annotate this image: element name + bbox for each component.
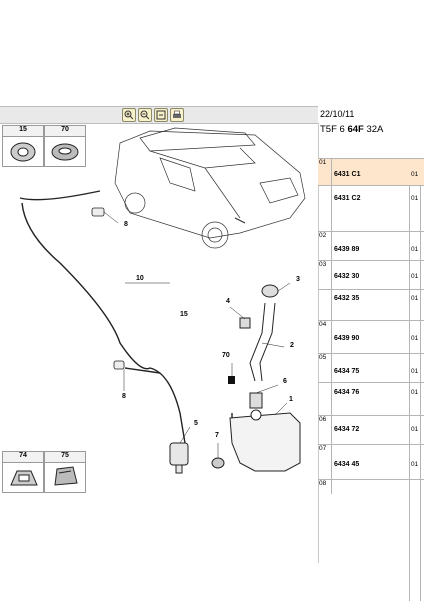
thumb-74[interactable]: 74	[2, 451, 44, 493]
zoom-fit-icon	[156, 110, 166, 120]
zoom-in-button[interactable]	[122, 108, 136, 122]
part-number: 6434 45	[334, 461, 360, 468]
diagram-toolbar	[0, 106, 318, 124]
callout-8: 8	[124, 221, 128, 228]
quantity: 01	[411, 461, 419, 468]
ref-cell: 08	[318, 480, 332, 494]
part-number: 6439 89	[334, 246, 360, 253]
zoom-fit-button[interactable]	[154, 108, 168, 122]
leader-lines	[103, 211, 291, 458]
part-number: 6434 76	[334, 389, 360, 396]
seal-icon	[51, 143, 79, 161]
callout-8-lower: 8	[122, 393, 126, 400]
table-row[interactable]: 03 6432 30 01	[318, 261, 424, 290]
diagram-drawing	[19, 127, 306, 474]
thumb-number: 75	[45, 452, 85, 463]
part-number: 6439 90	[334, 335, 360, 342]
ref-cell	[318, 290, 332, 320]
table-row[interactable]: 01 6431 C1 01	[318, 159, 424, 186]
quantity: 01	[411, 295, 419, 302]
table-row[interactable]: 06 6434 72 01	[318, 416, 424, 445]
table-row[interactable]: 02 6439 89 01	[318, 232, 424, 261]
washer-hoses	[19, 190, 233, 444]
code-suffix: 32A	[363, 124, 384, 135]
table-row[interactable]: 6432 35 01	[318, 290, 424, 321]
print-button[interactable]	[170, 108, 184, 122]
ref-cell: 01	[318, 159, 332, 185]
grommet-icon	[10, 142, 36, 162]
callout-10: 10	[136, 275, 144, 282]
table-row[interactable]: 6431 C2 01	[318, 186, 424, 232]
catalog-date: 22/10/11	[320, 109, 355, 119]
quantity: 01	[411, 426, 419, 433]
washer-pump	[169, 442, 225, 474]
thumb-70[interactable]: 70	[44, 125, 86, 167]
quantity: 01	[411, 389, 419, 396]
table-row[interactable]: 6434 76 01	[318, 383, 424, 416]
thumb-75[interactable]: 75	[44, 451, 86, 493]
ref-cell: 03	[318, 261, 332, 289]
washer-reservoir	[229, 392, 301, 472]
table-row[interactable]: 04 6439 90 01	[318, 321, 424, 354]
callout-6: 6	[283, 378, 287, 385]
callout-15-hose: 15	[180, 311, 188, 318]
quantity: 01	[411, 368, 419, 375]
quantity: 01	[411, 246, 419, 253]
ref-cell	[318, 186, 332, 231]
part-number: 6431 C1	[334, 171, 361, 178]
ref-cell: 02	[318, 232, 332, 260]
ref-cell	[318, 383, 332, 415]
part-number: 6432 35	[334, 295, 360, 302]
callout-3: 3	[296, 276, 300, 283]
part-number: 6434 72	[334, 426, 360, 433]
zoom-in-icon	[124, 110, 134, 120]
car-illustration	[114, 127, 306, 249]
ref-cell: 05	[318, 354, 332, 382]
callout-1: 1	[289, 396, 293, 403]
parts-table: 01 6431 C1 01 6431 C2 01 02 6439 89 01 0…	[318, 158, 424, 601]
ref-cell: 06	[318, 416, 332, 444]
catalog-code: T5F 6 64F 32A	[320, 124, 383, 135]
thumb-number: 70	[45, 126, 85, 137]
column-divider	[409, 159, 410, 601]
callout-4: 4	[226, 298, 230, 305]
thumb-number: 74	[3, 452, 43, 463]
ref-cell: 04	[318, 321, 332, 353]
table-row[interactable]: 08	[318, 480, 424, 494]
callout-7: 7	[215, 432, 219, 439]
thumb-15[interactable]: 15	[2, 125, 44, 167]
part-number: 6432 30	[334, 273, 360, 280]
ref-cell: 07	[318, 445, 332, 479]
table-row[interactable]: 05 6434 75 01	[318, 354, 424, 383]
exploded-parts-diagram: 8 10 15 3 4 2 70 6 1 8 5 7 15 70 74 75	[0, 123, 319, 563]
thumb-number: 15	[3, 126, 43, 137]
callout-2: 2	[290, 342, 294, 349]
quantity: 01	[411, 335, 419, 342]
quantity: 01	[411, 273, 419, 280]
bracket-icon	[54, 466, 78, 486]
code-highlight: 64F	[347, 124, 364, 135]
filler-neck	[239, 284, 279, 382]
part-number: 6431 C2	[334, 195, 361, 202]
code-prefix: T5F 6	[320, 124, 348, 135]
part-number: 6434 75	[334, 368, 360, 375]
clip-icon	[10, 470, 38, 486]
connector-70	[228, 376, 235, 384]
callout-5: 5	[194, 420, 198, 427]
table-row[interactable]: 07 6434 45 01	[318, 445, 424, 480]
quantity: 01	[411, 195, 419, 202]
column-divider	[420, 159, 421, 601]
zoom-out-icon	[140, 110, 150, 120]
print-icon	[173, 110, 181, 118]
quantity: 01	[411, 171, 419, 178]
callout-70: 70	[222, 352, 230, 359]
zoom-out-button[interactable]	[138, 108, 152, 122]
nozzle-part	[91, 207, 125, 370]
